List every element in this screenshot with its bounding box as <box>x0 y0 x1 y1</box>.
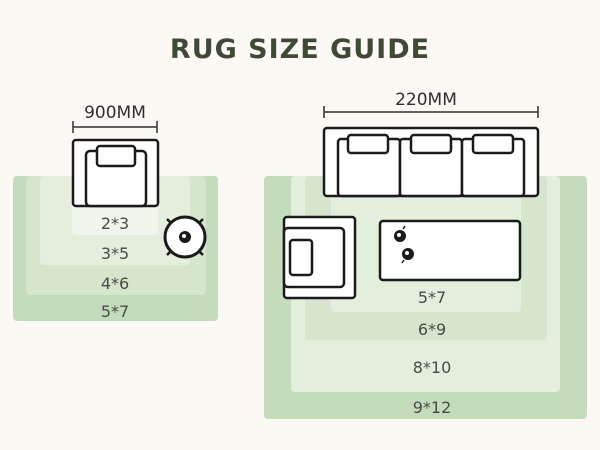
rug-label-9x12: 9*12 <box>413 398 452 417</box>
side-table-icon <box>163 215 207 259</box>
dimension-line-220mm <box>323 106 539 118</box>
sofa-icon <box>322 126 540 198</box>
dimension-label-left: 900MM <box>84 103 146 123</box>
armchair-icon-side <box>282 215 357 300</box>
rug-label-2x3: 2*3 <box>101 214 129 233</box>
rug-label-4x6: 4*6 <box>101 274 129 293</box>
page-title: RUG SIZE GUIDE <box>169 34 431 65</box>
coffee-table-icon <box>378 219 522 282</box>
armchair-icon <box>71 138 160 208</box>
left-rug-group: 2*3 3*5 4*6 5*7 900MM <box>13 103 218 321</box>
dimension-line-900mm <box>72 121 158 133</box>
right-rug-group: 5*7 6*9 8*10 9*12 220MM <box>264 90 587 419</box>
rug-label-5x7-right: 5*7 <box>418 288 446 307</box>
rug-label-8x10: 8*10 <box>413 358 452 377</box>
rug-label-5x7: 5*7 <box>101 302 129 321</box>
rug-label-3x5: 3*5 <box>101 244 129 263</box>
dimension-label-right: 220MM <box>395 90 457 110</box>
rug-label-6x9: 6*9 <box>418 320 446 339</box>
